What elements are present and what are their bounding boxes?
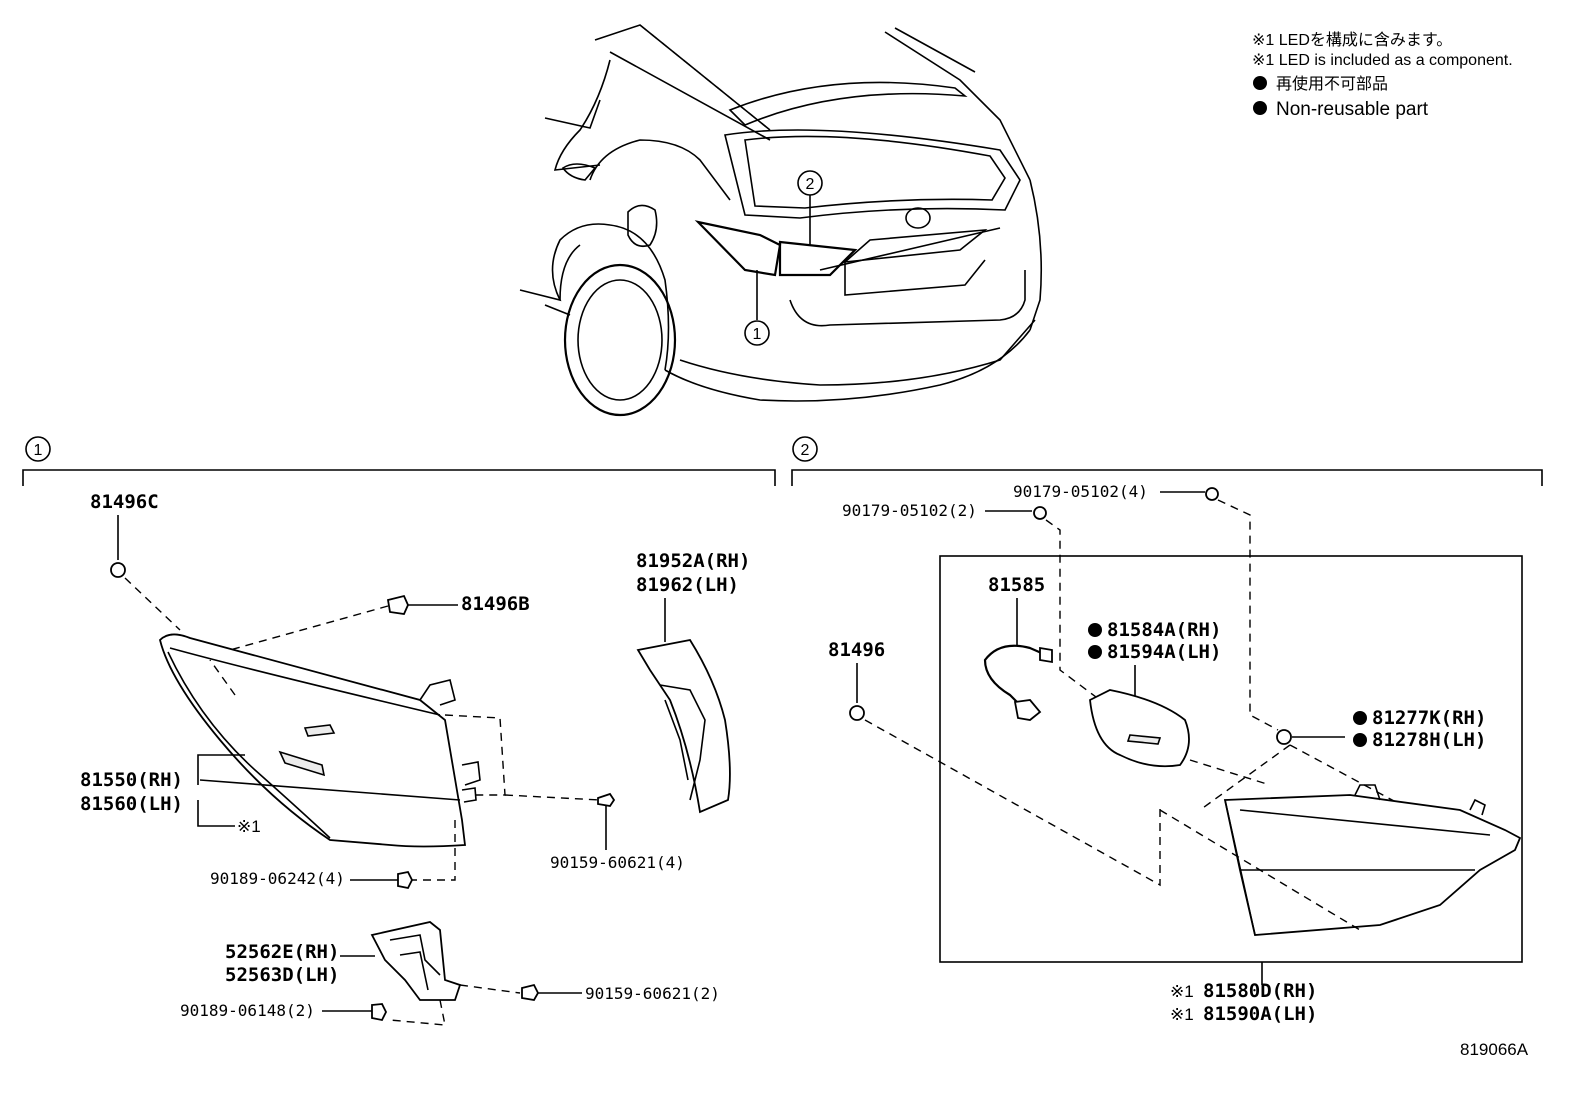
screw-90159-icon [597, 792, 616, 807]
nut-90189-icon [397, 870, 414, 890]
label-note1-81550: ※1 [237, 817, 261, 836]
label-90189-b: 90189-06148(2) [180, 1001, 315, 1020]
gasket-81584A-icon [1089, 689, 1190, 768]
non-reusable-bullet-icon [1353, 733, 1367, 747]
svg-text:2: 2 [801, 442, 810, 459]
nut-90179-a-icon [1205, 487, 1219, 501]
svg-text:2: 2 [806, 176, 815, 193]
legend-led-en: ※1 LED is included as a component. [1252, 52, 1513, 69]
label-81580D: 81580D(RH) [1203, 980, 1317, 1002]
label-81590A: 81590A(LH) [1203, 1003, 1317, 1025]
non-reusable-bullet-icon [1253, 76, 1267, 90]
group-1-header: 1 [22, 436, 776, 486]
label-81550: 81550(RH) [80, 769, 183, 791]
clip-81496C-icon [110, 562, 126, 578]
label-81278H: 81278H(LH) [1372, 729, 1486, 751]
label-81594A: 81594A(LH) [1107, 641, 1221, 663]
label-81496B: 81496B [461, 593, 530, 615]
vehicle-rear-illustration [519, 24, 1043, 417]
assembly-box [939, 555, 1523, 963]
label-90179-a: 90179-05102(4) [1013, 482, 1148, 501]
legend-nonreusable-jp: 再使用不可部品 [1276, 75, 1388, 93]
label-note1-81580D: ※1 [1170, 982, 1194, 1001]
label-90189-a: 90189-06242(4) [210, 869, 345, 888]
label-81585: 81585 [988, 574, 1045, 596]
label-81584A: 81584A(RH) [1107, 619, 1221, 641]
non-reusable-bullet-icon [1253, 101, 1267, 115]
tail-lamp-outer-icon [159, 633, 467, 848]
label-90159-a: 90159-60621(4) [550, 853, 685, 872]
label-81560: 81560(LH) [80, 793, 183, 815]
label-90159-b: 90159-60621(2) [585, 984, 720, 1003]
label-81496C: 81496C [90, 491, 159, 513]
callout-2: 2 [797, 170, 823, 196]
tail-lamp-inner-icon [1223, 794, 1522, 936]
screw-90159-b-icon [521, 983, 540, 1001]
legend-led-jp: ※1 LEDを構成に含みます。 [1252, 31, 1452, 49]
group-1-parts: 81496C 81496B 81550(RH) 81560(LH) ※1 901… [80, 491, 750, 1026]
label-81962: 81962(LH) [636, 574, 739, 596]
bracket-52562E-icon [370, 921, 462, 1001]
non-reusable-bullet-icon [1088, 623, 1102, 637]
label-81952A: 81952A(RH) [636, 550, 750, 572]
svg-text:1: 1 [753, 326, 762, 343]
nut-81277K-icon [1276, 729, 1292, 745]
non-reusable-bullet-icon [1088, 645, 1102, 659]
diagram-code: 819066A [1460, 1040, 1529, 1059]
legend: ※1 LEDを構成に含みます。 ※1 LED is included as a … [1252, 31, 1513, 120]
label-90179-b: 90179-05102(2) [842, 501, 977, 520]
label-note1-81590A: ※1 [1170, 1005, 1194, 1024]
led-harness-81585-icon [983, 644, 1047, 706]
legend-nonreusable-en: Non-reusable part [1276, 99, 1429, 120]
label-52562E: 52562E(RH) [225, 941, 339, 963]
garnish-81952A-icon [636, 638, 731, 814]
clip-81496-icon [849, 705, 865, 721]
label-81496: 81496 [828, 639, 885, 661]
callout-1: 1 [744, 320, 770, 346]
label-52563D: 52563D(LH) [225, 964, 339, 986]
nut-90179-b-icon [1033, 506, 1047, 520]
group-2-parts: 90179-05102(4) 90179-05102(2) 81585 8158… [828, 482, 1523, 1025]
non-reusable-bullet-icon [1353, 711, 1367, 725]
nut-90189-b-icon [371, 1003, 388, 1022]
svg-text:1: 1 [34, 442, 43, 459]
group-2-header: 2 [791, 436, 1543, 486]
clip-81496B-icon [386, 594, 409, 615]
label-81277K: 81277K(RH) [1372, 707, 1486, 729]
